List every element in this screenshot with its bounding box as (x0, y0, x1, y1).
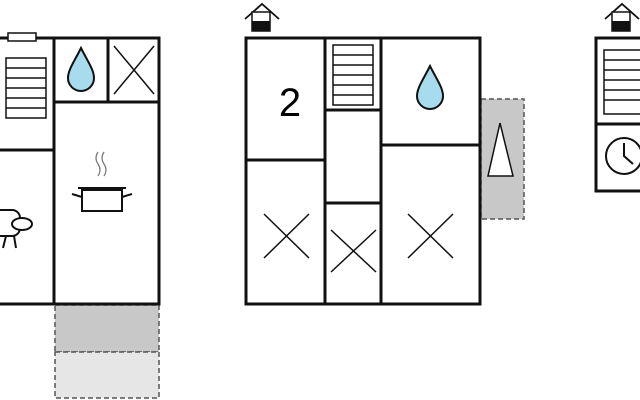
house-level-icon (244, 2, 280, 32)
water-drop-icon (66, 45, 96, 92)
cross-icon (263, 213, 310, 259)
water-drop-icon (415, 63, 445, 110)
cooking-pot-icon (71, 151, 133, 212)
stairs-icon (603, 49, 640, 115)
clock-icon (605, 137, 640, 175)
terrace-dark (54, 304, 160, 353)
house-level-icon (604, 2, 640, 32)
right-floor-walls (594, 36, 640, 193)
armchair-icon (0, 209, 33, 249)
terrace-light (54, 351, 160, 399)
stairs-icon (332, 44, 374, 106)
stairs-icon (5, 57, 47, 119)
cross-icon (407, 213, 454, 259)
cross-icon (113, 45, 155, 95)
right-floor (594, 2, 640, 193)
window (7, 32, 37, 42)
middle-floor: 2 (244, 2, 525, 306)
triangle-icon (487, 122, 514, 177)
cross-icon (330, 229, 377, 273)
middle-floor-walls (244, 36, 482, 306)
left-floor-walls (0, 36, 161, 306)
bedroom-label: 2 (279, 81, 301, 125)
left-floor (0, 32, 161, 399)
